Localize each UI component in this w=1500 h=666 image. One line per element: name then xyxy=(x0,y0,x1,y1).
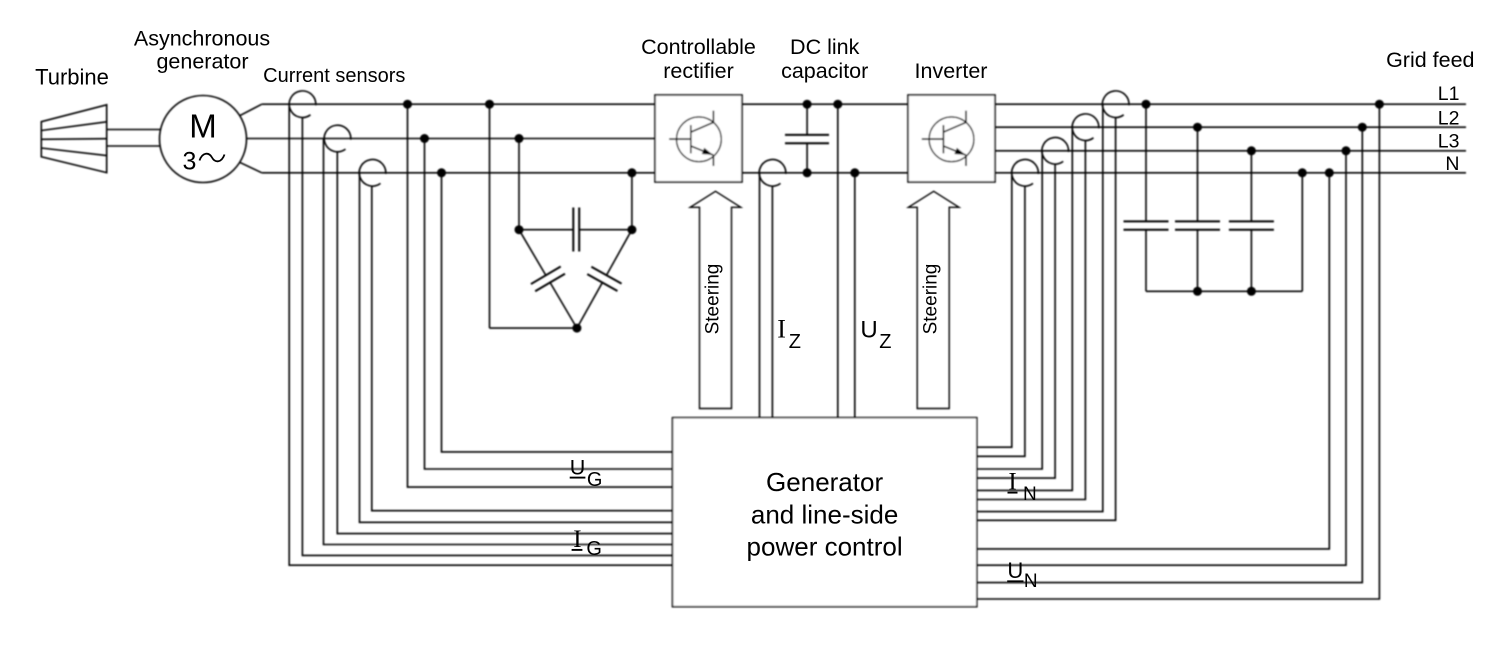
svg-text:U: U xyxy=(860,317,877,344)
svg-text:generator: generator xyxy=(156,50,248,74)
svg-text:Current sensors: Current sensors xyxy=(263,65,405,87)
svg-text:I: I xyxy=(573,526,581,553)
svg-text:Z: Z xyxy=(879,331,891,353)
svg-text:L2: L2 xyxy=(1438,108,1460,130)
svg-text:Generator: Generator xyxy=(766,467,883,497)
svg-text:G: G xyxy=(586,538,602,560)
svg-text:DC link: DC link xyxy=(790,35,860,59)
svg-text:capacitor: capacitor xyxy=(781,59,868,83)
svg-text:Z: Z xyxy=(789,331,801,353)
svg-text:N: N xyxy=(1445,153,1459,175)
svg-text:L3: L3 xyxy=(1438,131,1460,153)
svg-text:Controllable: Controllable xyxy=(641,35,756,59)
svg-text:U: U xyxy=(1007,558,1023,583)
svg-text:G: G xyxy=(587,469,603,491)
svg-text:N: N xyxy=(1024,571,1038,592)
svg-text:Inverter: Inverter xyxy=(915,59,988,83)
svg-text:I: I xyxy=(1008,469,1016,496)
svg-text:Asynchronous: Asynchronous xyxy=(134,26,270,50)
svg-text:3: 3 xyxy=(183,147,197,175)
svg-text:U: U xyxy=(570,455,586,479)
svg-text:Turbine: Turbine xyxy=(35,65,109,90)
svg-text:Steering: Steering xyxy=(703,264,724,335)
svg-text:Steering: Steering xyxy=(920,264,941,335)
svg-text:I: I xyxy=(777,315,786,344)
svg-text:L1: L1 xyxy=(1438,83,1460,105)
svg-text:rectifier: rectifier xyxy=(663,59,733,83)
svg-text:power control: power control xyxy=(747,532,903,562)
svg-text:M: M xyxy=(189,108,217,145)
svg-text:Grid feed: Grid feed xyxy=(1386,48,1474,72)
svg-text:N: N xyxy=(1023,484,1037,505)
svg-text:and line-side: and line-side xyxy=(751,499,898,529)
